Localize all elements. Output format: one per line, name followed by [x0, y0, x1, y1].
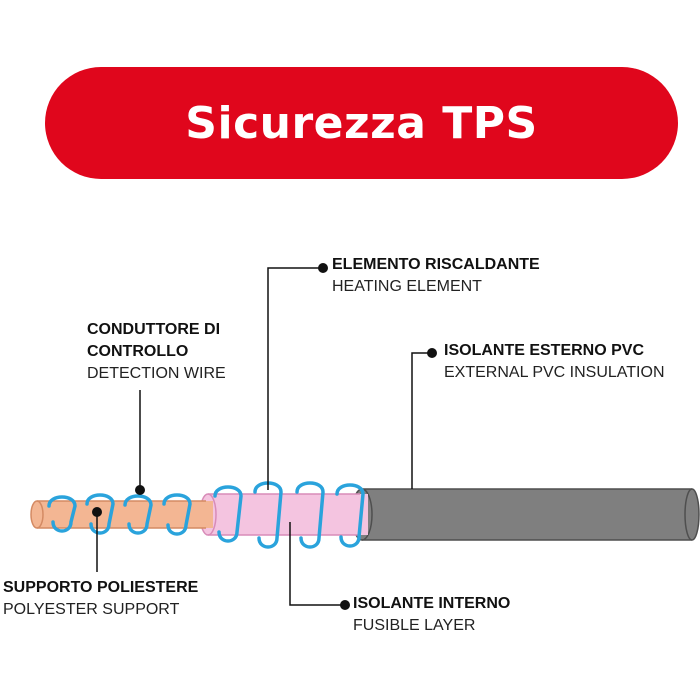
leader-heating	[267, 267, 323, 490]
leader-dot-external-label	[427, 348, 437, 358]
leader-lines	[96, 267, 432, 606]
spiral-coil	[123, 494, 153, 535]
label-external-it: ISOLANTE ESTERNO PVC	[444, 342, 645, 359]
label-heating-en: HEATING ELEMENT	[332, 278, 482, 295]
detection-wire-cut	[30, 500, 44, 529]
outer-pvc-body	[362, 489, 692, 540]
label-fusible-en: FUSIBLE LAYER	[353, 617, 476, 634]
fusible-layer-body	[208, 494, 368, 535]
spiral-coil	[213, 485, 243, 543]
label-external-en: EXTERNAL PVC INSULATION	[444, 364, 665, 381]
spiral-coil	[162, 493, 192, 536]
outer-pvc-end	[684, 488, 700, 541]
leader-dot-heating-label	[318, 263, 328, 273]
spiral-coil	[253, 481, 283, 549]
label-detection-it-1: CONDUTTORE DI	[87, 321, 221, 338]
leader-dot-fusible-label	[340, 600, 350, 610]
page-title: Sicurezza TPS	[185, 97, 538, 149]
leader-dot-detection	[135, 485, 145, 495]
spiral-coil	[335, 483, 365, 548]
label-external-insulation: ISOLANTE ESTERNO PVC EXTERNAL PVC INSULA…	[444, 340, 665, 384]
spiral-coil	[47, 495, 77, 533]
leader-dots	[92, 263, 437, 610]
heating-element-spiral	[47, 481, 365, 549]
leader-external	[411, 352, 432, 489]
label-detection-it-2: CONTROLLO	[87, 343, 189, 360]
spiral-coil	[295, 481, 325, 549]
outer-pvc-layer	[351, 488, 700, 541]
title-banner: Sicurezza TPS	[45, 67, 678, 179]
label-heating-it: ELEMENTO RISCALDANTE	[332, 256, 540, 273]
label-support-it: SUPPORTO POLIESTERE	[3, 579, 199, 596]
label-fusible-layer: ISOLANTE INTERNO FUSIBLE LAYER	[353, 593, 510, 637]
label-polyester-support: SUPPORTO POLIESTERE POLYESTER SUPPORT	[3, 577, 198, 621]
detection-wire	[30, 500, 213, 529]
fusible-layer	[199, 493, 368, 536]
label-fusible-it: ISOLANTE INTERNO	[353, 595, 511, 612]
spiral-coil	[85, 493, 115, 535]
label-detection-wire: CONDUTTORE DI CONTROLLO DETECTION WIRE	[87, 319, 226, 385]
leader-dot-support	[92, 507, 102, 517]
label-detection-en: DETECTION WIRE	[87, 365, 226, 382]
leader-fusible	[289, 522, 345, 606]
label-support-en: POLYESTER SUPPORT	[3, 601, 180, 618]
label-heating-element: ELEMENTO RISCALDANTE HEATING ELEMENT	[332, 254, 540, 298]
